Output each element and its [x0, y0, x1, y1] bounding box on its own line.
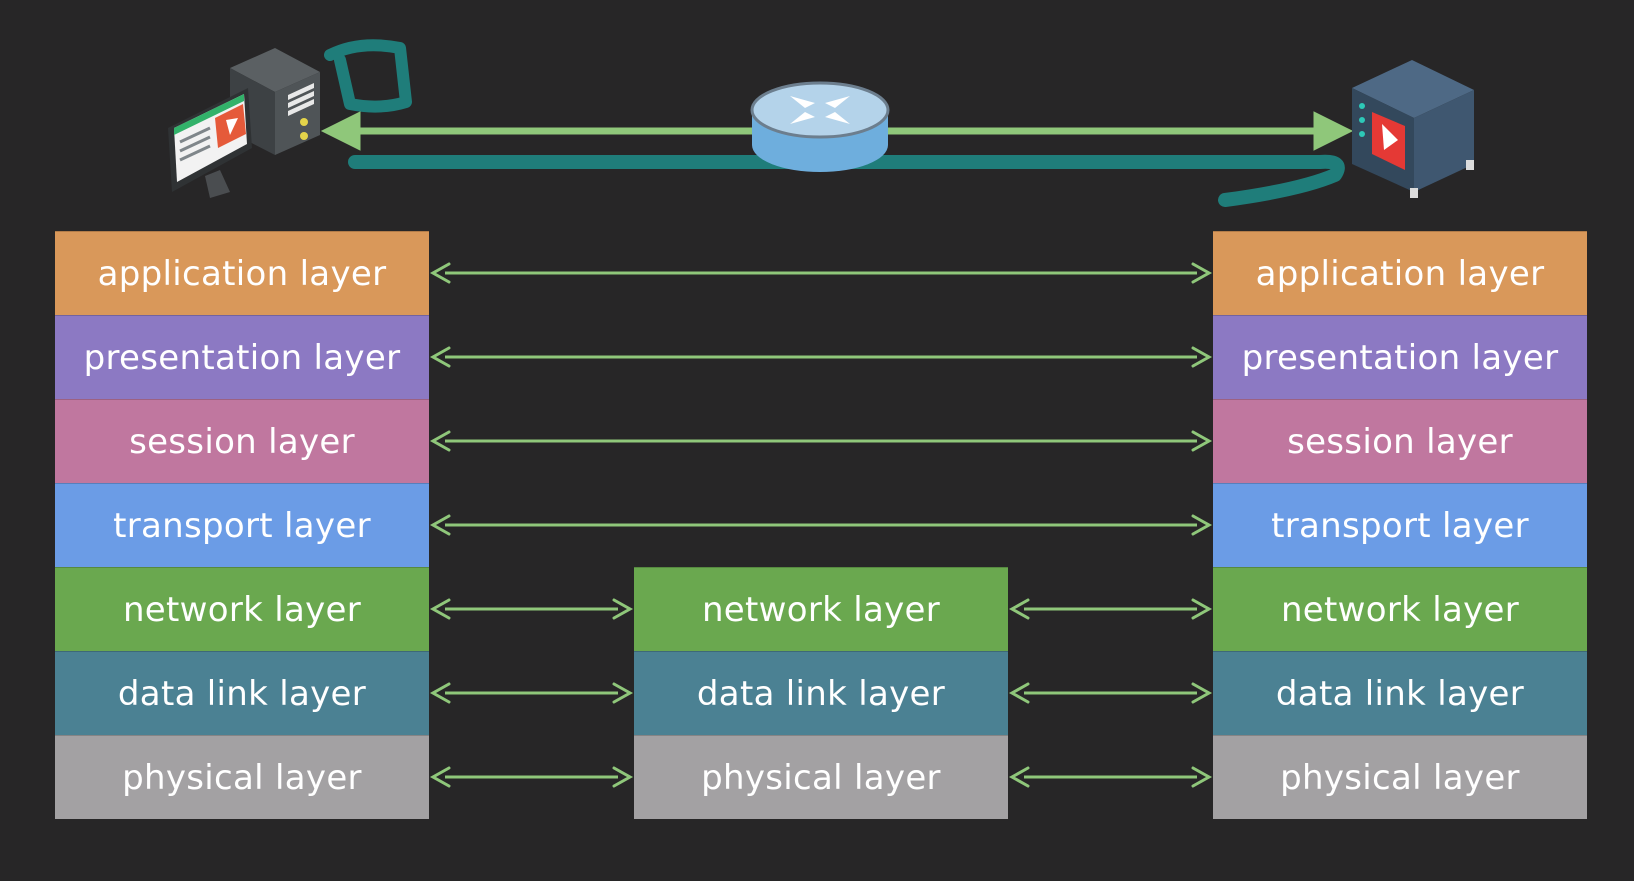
- layer-label: application layer: [97, 253, 387, 294]
- right-network-layer-box: network layer: [1213, 567, 1587, 651]
- middle-physical-layer-box: physical layer: [634, 735, 1008, 819]
- layer-label: data link layer: [1275, 673, 1525, 714]
- middle-data-link-layer-box: data link layer: [634, 651, 1008, 735]
- router-right-arrow-row-5: [1008, 682, 1213, 704]
- layer-label: transport layer: [1271, 505, 1529, 546]
- left-application-layer-box: application layer: [55, 231, 429, 315]
- peer-arrow-row-2: [429, 430, 1213, 452]
- peer-arrow-row-3: [429, 514, 1213, 536]
- layer-label: transport layer: [113, 505, 371, 546]
- peer-arrow-row-1: [429, 346, 1213, 368]
- layer-label: session layer: [129, 421, 355, 462]
- layer-label: presentation layer: [1241, 337, 1559, 378]
- peer-arrow-row-0: [429, 262, 1213, 284]
- router-icon: [750, 81, 890, 172]
- layer-label: physical layer: [122, 757, 362, 798]
- layer-label: presentation layer: [83, 337, 401, 378]
- left-transport-layer-box: transport layer: [55, 483, 429, 567]
- right-transport-layer-box: transport layer: [1213, 483, 1587, 567]
- left-network-layer-box: network layer: [55, 567, 429, 651]
- right-physical-layer-box: physical layer: [1213, 735, 1587, 819]
- router-right-arrow-row-6: [1008, 766, 1213, 788]
- left-router-arrow-row-4: [429, 598, 634, 620]
- desktop-computer-icon: [168, 48, 320, 198]
- top-connection-arrows: [320, 111, 1354, 151]
- right-presentation-layer-box: presentation layer: [1213, 315, 1587, 399]
- left-physical-layer-box: physical layer: [55, 735, 429, 819]
- hand-drawn-annotation: [324, 39, 1345, 207]
- layer-label: network layer: [122, 589, 362, 630]
- video-server-icon: [1352, 60, 1474, 198]
- layer-label: application layer: [1255, 253, 1545, 294]
- right-data-link-layer-box: data link layer: [1213, 651, 1587, 735]
- middle-network-layer-box: network layer: [634, 567, 1008, 651]
- layer-label: physical layer: [701, 757, 941, 798]
- left-data-link-layer-box: data link layer: [55, 651, 429, 735]
- layer-label: session layer: [1287, 421, 1513, 462]
- layer-label: data link layer: [117, 673, 367, 714]
- left-presentation-layer-box: presentation layer: [55, 315, 429, 399]
- layer-label: data link layer: [696, 673, 946, 714]
- right-application-layer-box: application layer: [1213, 231, 1587, 315]
- layer-label: network layer: [1280, 589, 1520, 630]
- layer-label: network layer: [701, 589, 941, 630]
- left-session-layer-box: session layer: [55, 399, 429, 483]
- left-router-arrow-row-6: [429, 766, 634, 788]
- layer-label: physical layer: [1280, 757, 1520, 798]
- right-session-layer-box: session layer: [1213, 399, 1587, 483]
- left-router-arrow-row-5: [429, 682, 634, 704]
- router-right-arrow-row-4: [1008, 598, 1213, 620]
